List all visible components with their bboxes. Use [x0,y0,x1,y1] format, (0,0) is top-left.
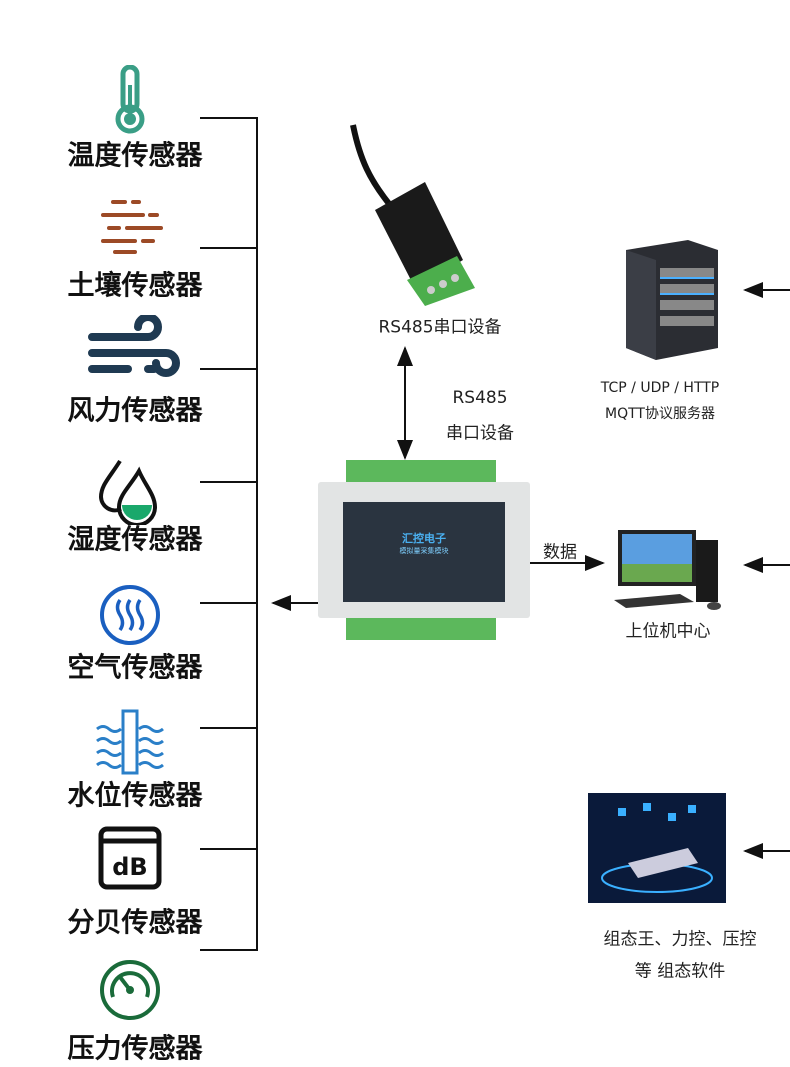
link-label-2: 串口设备 [446,423,514,444]
pc-image [614,530,721,610]
sensor-label: 温度传感器 [67,140,203,172]
data-label: 数据 [543,542,577,563]
adapter-label: RS485串口设备 [378,317,502,338]
link-label-1: RS485 [452,388,508,408]
software-label-1: 组态王、力控、压控 [603,929,757,950]
software-label-2: 等 组态软件 [634,961,726,982]
sensor-label: 分贝传感器 [67,907,203,939]
server-label-1: TCP / UDP / HTTP [600,380,720,396]
scada-software-image [588,793,726,903]
decibel-icon: dB [98,826,162,890]
pressure-gauge-icon [100,960,160,1020]
sensor-label: 空气传感器 [67,652,203,684]
server-image [626,240,718,360]
wind-icon [88,315,180,377]
sensor-label: 水位传感器 [67,780,203,812]
sensor-label: 压力传感器 [67,1033,203,1065]
air-icon [100,585,160,645]
pc-label: 上位机中心 [625,621,711,642]
humidity-drops-icon [98,459,158,525]
acquisition-module: 汇控电子 模拟量采集模块 [318,460,530,640]
sensor-label: 风力传感器 [67,395,203,427]
server-label-2: MQTT协议服务器 [605,406,715,422]
module-brand: 汇控电子 [402,532,446,545]
rs485-adapter-image [350,124,475,306]
module-name: 模拟量采集模块 [399,547,449,555]
soil-icon [101,200,163,254]
sensor-label: 湿度传感器 [67,524,203,556]
water-level-icon [96,709,164,775]
svg-text:dB: dB [112,853,147,881]
sensor-label: 土壤传感器 [67,270,203,302]
thermometer-icon [115,65,145,134]
